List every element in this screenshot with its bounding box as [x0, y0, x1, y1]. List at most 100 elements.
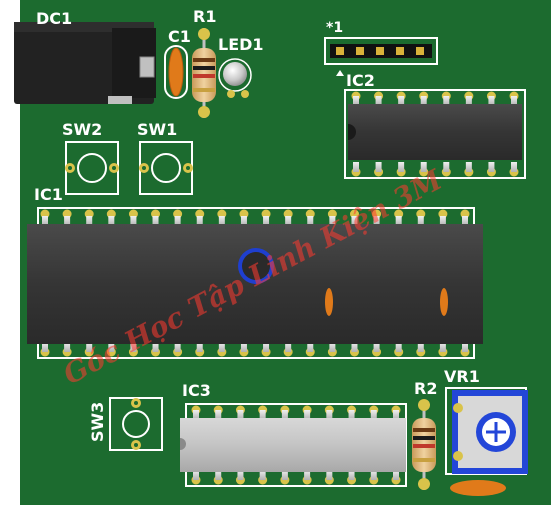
ic-pin — [108, 342, 115, 352]
ic-pin — [417, 216, 424, 226]
ic-pin — [152, 216, 159, 226]
ic-pin — [130, 342, 137, 352]
ic-pin — [285, 342, 292, 352]
ic-pin — [196, 342, 203, 352]
ic-pin — [196, 216, 203, 226]
ic-pin — [326, 470, 333, 480]
ic-pin — [375, 96, 382, 106]
ic-pin — [259, 470, 266, 480]
header-pin — [416, 47, 424, 55]
r2-label: R2 — [414, 379, 437, 398]
ic-pin — [393, 470, 399, 480]
ic-pin — [375, 162, 382, 172]
switch-icon — [109, 397, 163, 451]
ic-pin — [42, 216, 48, 226]
ic-pin — [395, 216, 402, 226]
ic-pin — [64, 342, 71, 352]
dip-ic-icon — [27, 207, 483, 359]
switch-icon — [65, 141, 119, 195]
ic-pin — [86, 342, 93, 352]
dc1-label: DC1 — [36, 9, 72, 28]
ic-pin — [174, 342, 181, 352]
ic-pin — [218, 342, 225, 352]
ic-pin — [465, 162, 472, 172]
ic-pin — [488, 96, 495, 106]
ic-pin — [348, 470, 355, 480]
ic-pin — [353, 162, 359, 172]
ic-pin — [215, 470, 222, 480]
sw2-label: SW2 — [62, 120, 102, 139]
sw1-label: SW1 — [137, 120, 177, 139]
ic-pin — [351, 216, 358, 226]
ic-pin — [281, 410, 288, 420]
ic-pin — [395, 342, 402, 352]
ic-pin — [86, 216, 93, 226]
resistor-icon — [192, 28, 216, 118]
ic-pin — [348, 410, 355, 420]
pin-header-icon — [324, 37, 438, 65]
header-mark-label: *1 — [326, 20, 343, 36]
ic-pin — [307, 216, 314, 226]
ic-pin — [370, 410, 377, 420]
dip-ic-icon — [180, 403, 407, 487]
ic-pin — [373, 342, 380, 352]
ic-pin — [398, 162, 405, 172]
ic-pin — [398, 96, 405, 106]
ic-pin — [42, 342, 48, 352]
ic-pin — [353, 96, 359, 106]
switch-icon — [139, 141, 193, 195]
header-pin — [376, 47, 384, 55]
ic-pin — [462, 342, 468, 352]
ic-pin — [174, 216, 181, 226]
ic-pin — [439, 342, 446, 352]
ic-pin — [304, 470, 311, 480]
dip-ic-icon — [344, 89, 526, 179]
header-pin — [396, 47, 404, 55]
ic-pin — [351, 342, 358, 352]
ic-pin — [370, 470, 377, 480]
ic-pin — [240, 342, 247, 352]
ic-pin — [285, 216, 292, 226]
ic-pin — [240, 216, 247, 226]
c1-label: C1 — [168, 27, 191, 46]
ic-pin — [307, 342, 314, 352]
ic-pin — [443, 96, 450, 106]
ic-pin — [263, 342, 270, 352]
ic-pin — [304, 410, 311, 420]
ic-pin — [193, 470, 199, 480]
ic-pin — [439, 216, 446, 226]
ic-pin — [152, 342, 159, 352]
ic-pin — [215, 410, 222, 420]
ic3-label: IC3 — [182, 381, 211, 400]
resistor-icon — [412, 399, 436, 490]
r1-label: R1 — [193, 7, 216, 26]
ic-pin — [393, 410, 399, 420]
ic-pin — [329, 216, 336, 226]
header-pin — [336, 47, 344, 55]
ic-pin — [511, 162, 517, 172]
ic-pin — [237, 410, 244, 420]
ic-pin — [488, 162, 495, 172]
ic-pin — [237, 470, 244, 480]
capacitor-icon — [164, 45, 188, 99]
ic-pin — [64, 216, 71, 226]
ic-pin — [218, 216, 225, 226]
led1-label: LED1 — [218, 35, 264, 54]
vr1-label: VR1 — [444, 367, 480, 386]
ic-pin — [373, 216, 380, 226]
ic-pin — [263, 216, 270, 226]
led-icon — [218, 58, 252, 98]
ic-pin — [462, 216, 468, 226]
ic-pin — [326, 410, 333, 420]
ic-pin — [417, 342, 424, 352]
ic1-label: IC1 — [34, 185, 63, 204]
sw3-label: SW3 — [88, 402, 107, 442]
ic-pin — [511, 96, 517, 106]
ic2-label: IC2 — [346, 71, 375, 90]
ic-pin — [443, 162, 450, 172]
ic-pin — [259, 410, 266, 420]
ic-pin — [420, 162, 427, 172]
ic-pin — [281, 470, 288, 480]
